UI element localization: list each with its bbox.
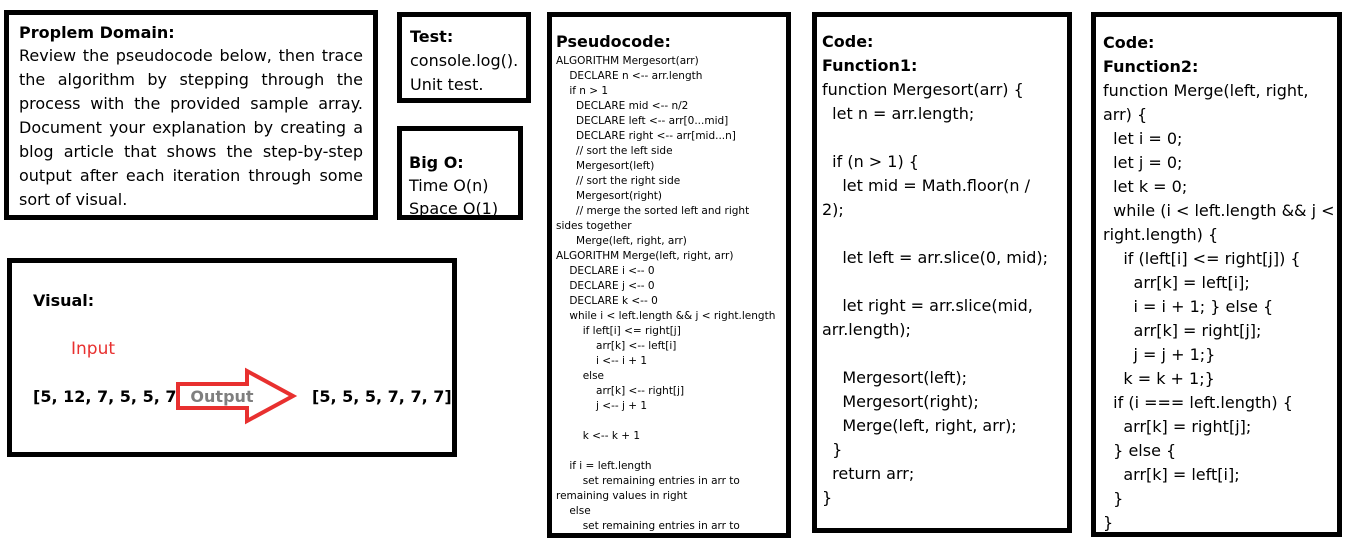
big-o-box: Big O: Time O(n) Space O(1) bbox=[397, 126, 523, 220]
pseudocode-line: Merge(left, right, arr) bbox=[556, 235, 687, 247]
code-line: } else { bbox=[1103, 441, 1177, 460]
code-line: k = k + 1;} bbox=[1103, 369, 1215, 388]
pseudocode-line: DECLARE right <-- arr[mid...n] bbox=[556, 130, 736, 142]
pseudocode-line: DECLARE k <-- 0 bbox=[556, 295, 658, 307]
code-line: let left = arr.slice(0, mid); bbox=[822, 248, 1049, 267]
test-box: Test: console.log(). Unit test. bbox=[397, 12, 531, 103]
pseudocode-line: remaining values in right bbox=[556, 490, 688, 502]
pseudocode-line: else bbox=[556, 370, 605, 382]
code-line: let n = arr.length; bbox=[822, 104, 975, 123]
pseudocode-line: if i = left.length bbox=[556, 460, 652, 472]
pseudocode-heading: Pseudocode: bbox=[556, 32, 671, 51]
test-line: console.log(). bbox=[410, 51, 519, 70]
pseudocode-line: i <-- i + 1 bbox=[556, 355, 648, 367]
code-line bbox=[822, 126, 1067, 150]
code-heading: Code: bbox=[1103, 33, 1155, 52]
code-line: if (left[i] <= right[j]) { bbox=[1103, 249, 1301, 268]
code-line bbox=[822, 270, 1067, 294]
pseudocode-line: while i < left.length && j < right.lengt… bbox=[556, 310, 776, 322]
pseudocode-line: set remaining entries in arr to bbox=[556, 475, 740, 487]
space-complexity: Space O(1) bbox=[409, 199, 499, 218]
pseudocode-line: DECLARE i <-- 0 bbox=[556, 265, 655, 277]
problem-domain-box: Proplem Domain: Review the pseudocode be… bbox=[4, 10, 378, 220]
code-line: 2); bbox=[822, 200, 844, 219]
pseudocode-line: DECLARE j <-- 0 bbox=[556, 280, 655, 292]
output-label: Output bbox=[190, 387, 253, 406]
code-line: let right = arr.slice(mid, bbox=[822, 296, 1033, 315]
visual-box: Visual: Input [5, 12, 7, 5, 5, 7] Output… bbox=[7, 258, 457, 457]
code-line: let j = 0; bbox=[1103, 153, 1183, 172]
code-line: arr[k] = right[j]; bbox=[1103, 417, 1252, 436]
code-line: let k = 0; bbox=[1103, 177, 1188, 196]
big-o-heading: Big O: bbox=[409, 153, 464, 172]
code-line: } bbox=[1103, 489, 1124, 508]
code-line: Merge(left, right, arr); bbox=[822, 416, 1017, 435]
pseudocode-line: if n > 1 bbox=[556, 85, 609, 97]
code-line: return arr; bbox=[822, 464, 915, 483]
pseudocode-line: DECLARE n <-- arr.length bbox=[556, 70, 703, 82]
test-line: Unit test. bbox=[410, 75, 484, 94]
pseudocode-box: Pseudocode: ALGORITHM Mergesort(arr) DEC… bbox=[547, 12, 791, 538]
code-line: } bbox=[822, 440, 843, 459]
code-line: right.length) { bbox=[1103, 225, 1219, 244]
pseudocode-line: if left[i] <= right[j] bbox=[556, 325, 681, 337]
code-line: let i = 0; bbox=[1103, 129, 1183, 148]
pseudocode-line: ALGORITHM Mergesort(arr) bbox=[556, 55, 699, 67]
pseudocode-line: // merge the sorted left and right bbox=[556, 205, 750, 217]
problem-domain-text: Review the pseudocode below, then trace … bbox=[19, 46, 363, 209]
code-line: Mergesort(right); bbox=[822, 392, 979, 411]
input-label: Input bbox=[71, 339, 116, 359]
code-line: if (n > 1) { bbox=[822, 152, 919, 171]
pseudocode-line: Mergesort(right) bbox=[556, 190, 662, 202]
function2-heading: Function2: bbox=[1103, 57, 1199, 76]
pseudocode-line: sides together bbox=[556, 220, 632, 232]
function2-code: function Merge(left, right, arr) { let i … bbox=[1103, 79, 1337, 532]
pseudocode-line: Mergesort(left) bbox=[556, 160, 655, 172]
pseudocode-line: DECLARE left <-- arr[0...mid] bbox=[556, 115, 729, 127]
pseudocode-line bbox=[556, 444, 786, 459]
code-line: j = j + 1;} bbox=[1103, 345, 1216, 364]
pseudocode-line: j <-- j + 1 bbox=[556, 400, 648, 412]
pseudocode-line bbox=[556, 414, 786, 429]
code-line: function Merge(left, right, bbox=[1103, 81, 1309, 100]
pseudocode-line: DECLARE mid <-- n/2 bbox=[556, 100, 689, 112]
output-arrow-icon: Output bbox=[176, 367, 298, 425]
pseudocode-lines: ALGORITHM Mergesort(arr) DECLARE n <-- a… bbox=[556, 54, 786, 533]
code-line: let mid = Math.floor(n / bbox=[822, 176, 1030, 195]
code-line: } bbox=[1103, 513, 1114, 532]
function1-box: Code: Function1: function Mergesort(arr)… bbox=[812, 12, 1072, 533]
code-line: arr.length); bbox=[822, 320, 911, 339]
output-array: [5, 5, 5, 7, 7, 7] bbox=[312, 387, 452, 406]
pseudocode-line: ALGORITHM Merge(left, right, arr) bbox=[556, 250, 734, 262]
visual-heading: Visual: bbox=[33, 291, 95, 310]
problem-domain-heading: Proplem Domain: bbox=[19, 23, 175, 42]
test-heading: Test: bbox=[410, 27, 454, 46]
pseudocode-line: k <-- k + 1 bbox=[556, 430, 641, 442]
pseudocode-line: // sort the left side bbox=[556, 145, 673, 157]
code-line: i = i + 1; } else { bbox=[1103, 297, 1274, 316]
pseudocode-line: set remaining entries in arr to bbox=[556, 520, 740, 532]
code-line bbox=[822, 222, 1067, 246]
input-array: [5, 12, 7, 5, 5, 7] bbox=[33, 387, 184, 406]
code-line: arr[k] = left[i]; bbox=[1103, 465, 1240, 484]
code-line: function Mergesort(arr) { bbox=[822, 80, 1024, 99]
code-heading: Code: bbox=[822, 32, 874, 51]
pseudocode-line: // sort the right side bbox=[556, 175, 681, 187]
code-line: Mergesort(left); bbox=[822, 368, 968, 387]
code-line bbox=[822, 342, 1067, 366]
code-line: } bbox=[822, 488, 833, 507]
pseudocode-line: else bbox=[556, 505, 591, 517]
code-line: if (i === left.length) { bbox=[1103, 393, 1293, 412]
code-line: arr[k] = left[i]; bbox=[1103, 273, 1250, 292]
code-line: arr) { bbox=[1103, 105, 1148, 124]
function1-code: function Mergesort(arr) { let n = arr.le… bbox=[822, 78, 1067, 510]
time-complexity: Time O(n) bbox=[409, 176, 489, 195]
pseudocode-line: arr[k] <-- right[j] bbox=[556, 385, 685, 397]
code-line: arr[k] = right[j]; bbox=[1103, 321, 1262, 340]
function2-box: Code: Function2: function Merge(left, ri… bbox=[1091, 12, 1342, 537]
pseudocode-line: arr[k] <-- left[i] bbox=[556, 340, 677, 352]
function1-heading: Function1: bbox=[822, 56, 918, 75]
code-line: while (i < left.length && j < bbox=[1103, 201, 1335, 220]
